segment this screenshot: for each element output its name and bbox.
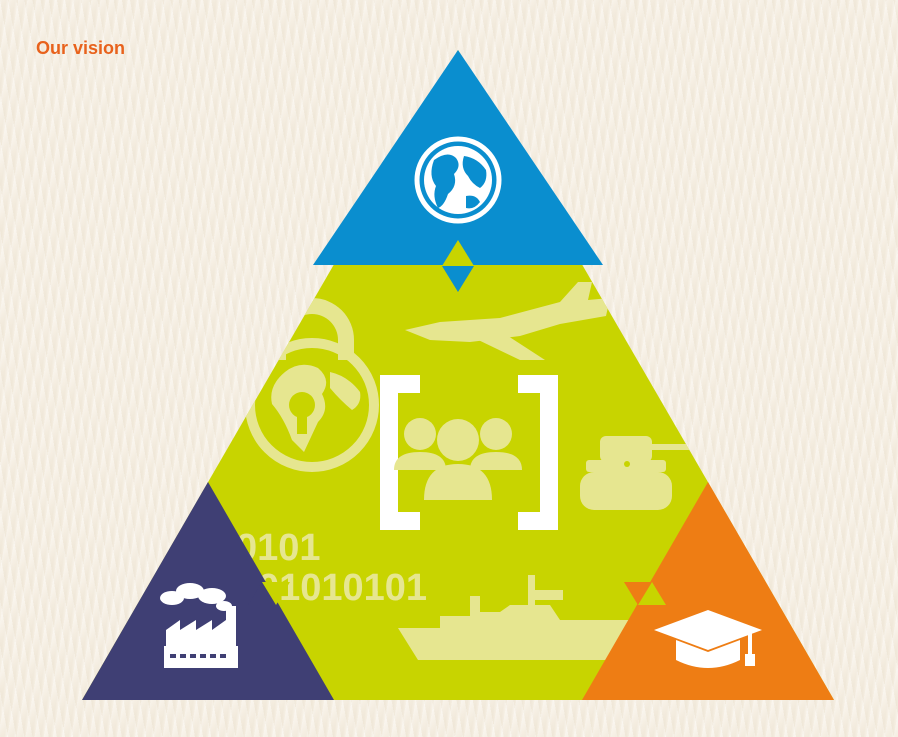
connector-top-lower — [442, 266, 474, 292]
tank-icon — [580, 436, 712, 510]
connector-top-upper — [442, 240, 474, 266]
brackets-icon — [380, 375, 558, 530]
globe-icon — [414, 136, 502, 224]
warship-icon — [398, 575, 650, 660]
connector-left-a — [248, 582, 276, 605]
connector-left-b — [262, 582, 290, 605]
people-group-icon — [394, 418, 522, 500]
fighter-jet-icon — [405, 282, 610, 360]
factory-icon — [160, 583, 238, 668]
page-title: Our vision — [36, 38, 126, 58]
graduation-cap-icon — [654, 610, 762, 668]
bottom-right-triangle — [582, 482, 834, 700]
connector-right-a — [624, 582, 652, 605]
connector-right-b — [638, 582, 666, 605]
center-band — [82, 50, 834, 700]
watermark-layer: 0101 01010101 — [236, 282, 712, 660]
